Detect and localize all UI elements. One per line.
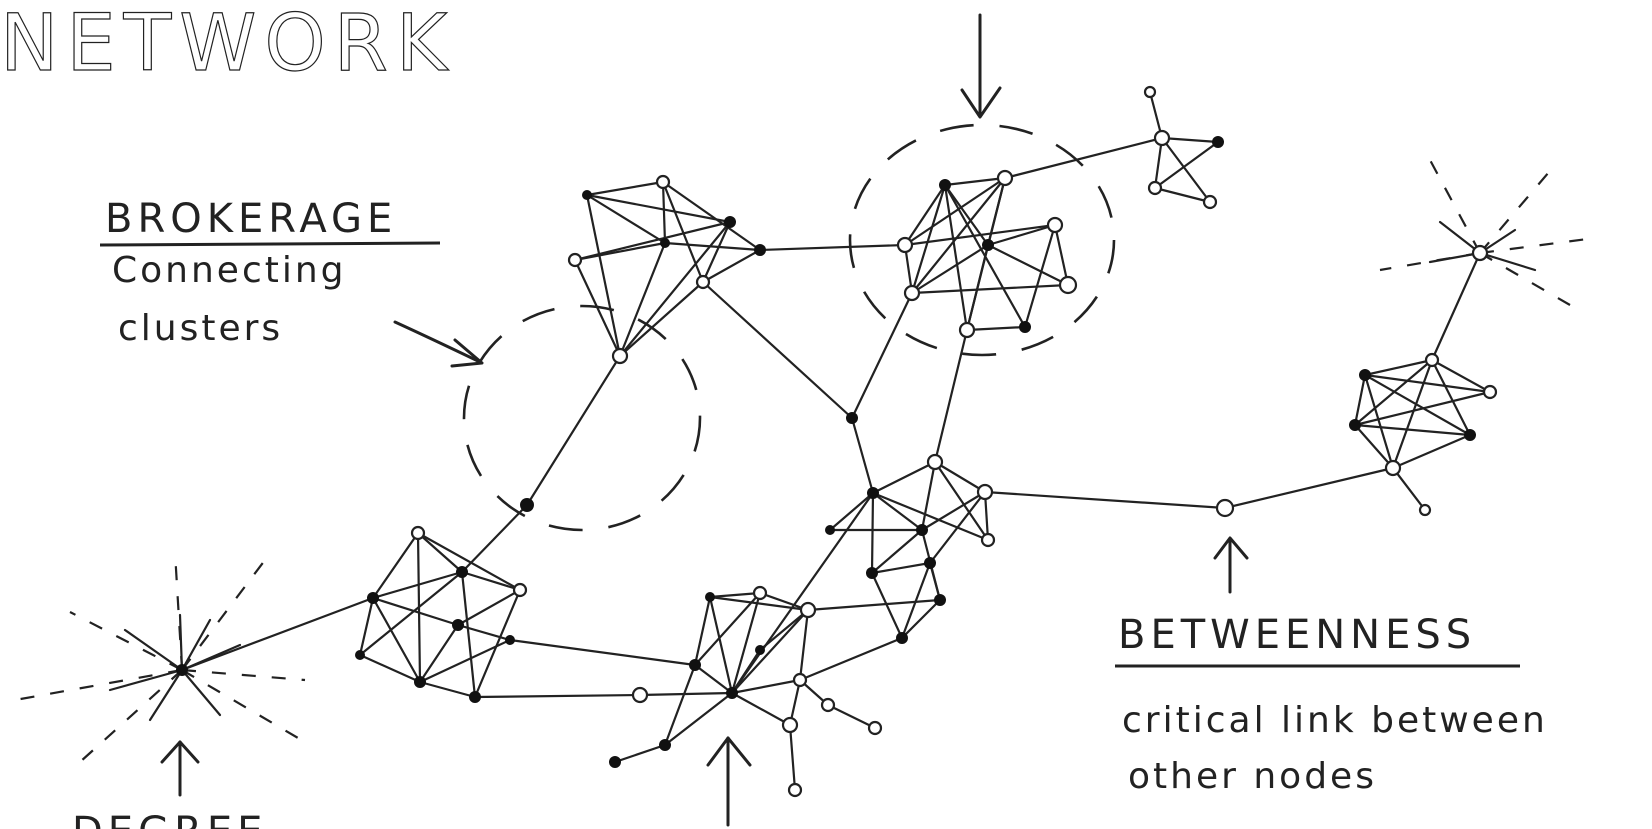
node: [783, 718, 797, 732]
node: [825, 525, 835, 535]
betweenness-label: BETWEENNESS critical link between other …: [1115, 612, 1548, 797]
node: [1426, 354, 1438, 366]
node: [355, 650, 365, 660]
node: [960, 323, 974, 337]
node: [754, 587, 766, 599]
node: [582, 190, 592, 200]
node: [505, 635, 515, 645]
degree-hub-node: [176, 664, 188, 676]
node: [1386, 461, 1400, 475]
brokerage-underline: [100, 243, 440, 245]
betweenness-heading: BETWEENNESS: [1118, 612, 1476, 658]
node: [452, 619, 464, 631]
betweenness-node: [1217, 500, 1233, 516]
node: [414, 676, 426, 688]
node: [724, 216, 736, 228]
node: [934, 594, 946, 606]
node: [1212, 136, 1224, 148]
node: [469, 691, 481, 703]
node: [1149, 182, 1161, 194]
node: [755, 645, 765, 655]
arrow-up-icon: [162, 742, 198, 795]
node: [982, 239, 994, 251]
network-nodes: [176, 87, 1496, 796]
betweenness-line1: critical link between: [1122, 700, 1548, 741]
arrow-diagonal-icon: [395, 322, 482, 366]
brokerage-line1: Connecting: [112, 250, 347, 291]
node: [1019, 321, 1031, 333]
node: [978, 485, 992, 499]
node: [822, 699, 834, 711]
node: [657, 176, 669, 188]
node: [998, 171, 1012, 185]
node: [867, 487, 879, 499]
node: [928, 455, 942, 469]
node: [905, 286, 919, 300]
node: [705, 592, 715, 602]
node: [916, 524, 928, 536]
node: [514, 584, 526, 596]
right-hub-node: [1473, 246, 1487, 260]
node: [898, 238, 912, 252]
node: [801, 603, 815, 617]
node: [846, 412, 858, 424]
node: [689, 659, 701, 671]
right-star-rays: [1380, 160, 1595, 305]
node: [754, 244, 766, 256]
node: [1048, 218, 1062, 232]
node: [1145, 87, 1155, 97]
node: [1484, 386, 1496, 398]
brokerage-line2: clusters: [118, 308, 283, 349]
bottom-hub-node: [726, 687, 738, 699]
brokerage-label: BROKERAGE Connecting clusters: [100, 196, 440, 349]
arrow-down-icon: [962, 15, 1000, 117]
node: [367, 592, 379, 604]
broker-node: [520, 498, 534, 512]
node: [794, 674, 806, 686]
node: [1464, 429, 1476, 441]
arrows: [162, 15, 1247, 825]
degree-heading: DEGREE: [72, 809, 267, 829]
node: [789, 784, 801, 796]
node: [660, 238, 670, 248]
node: [939, 179, 951, 191]
node: [866, 567, 878, 579]
node: [924, 557, 936, 569]
node: [1155, 131, 1169, 145]
arrow-up-icon: [708, 738, 750, 825]
node: [1060, 277, 1076, 293]
node: [659, 739, 671, 751]
page-title: NETWORK: [0, 0, 455, 89]
node: [456, 566, 468, 578]
node: [1420, 505, 1430, 515]
broker-node: [613, 349, 627, 363]
node: [1204, 196, 1216, 208]
node: [869, 722, 881, 734]
node: [982, 534, 994, 546]
arrow-up-icon: [1215, 538, 1247, 592]
node: [896, 632, 908, 644]
node: [412, 527, 424, 539]
betweenness-line2: other nodes: [1128, 756, 1377, 797]
node: [569, 254, 581, 266]
node: [697, 276, 709, 288]
brokerage-heading: BROKERAGE: [105, 196, 397, 242]
node: [609, 756, 621, 768]
node: [633, 688, 647, 702]
node: [1359, 369, 1371, 381]
node: [1349, 419, 1361, 431]
